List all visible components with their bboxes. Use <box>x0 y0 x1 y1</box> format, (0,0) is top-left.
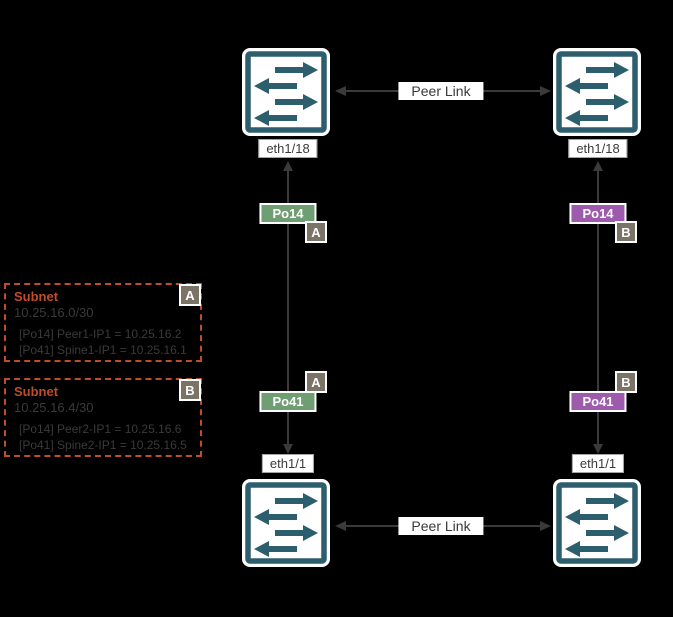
arrowhead-right-icon <box>540 521 551 531</box>
interface-label-bottom-right: eth1/1 <box>571 454 625 473</box>
switch-top-left <box>241 47 331 137</box>
port-channel-label-po14-left: Po14 <box>259 203 317 224</box>
switch-icon <box>242 48 330 136</box>
subnet-badge-a: A <box>179 284 201 306</box>
peer-link-label-bottom: Peer Link <box>398 517 484 535</box>
arrowhead-left-icon <box>335 86 346 96</box>
subnet-b-callout: Subnet 10.25.16.4/30 [Po14] Peer2-IP1 = … <box>4 378 202 457</box>
port-channel-label-po41-left: Po41 <box>259 391 317 412</box>
uplink-line-left <box>287 170 289 445</box>
switch-bottom-left <box>241 478 331 568</box>
subnet-badge-b: B <box>615 371 637 393</box>
switch-top-right <box>552 47 642 137</box>
subnet-a-callout: Subnet 10.25.16.0/30 [Po14] Peer1-IP1 = … <box>4 283 202 362</box>
subnet-badge-b: B <box>615 221 637 243</box>
arrowhead-down-icon <box>593 444 603 454</box>
interface-label-bottom-left: eth1/1 <box>261 454 315 473</box>
interface-label-top-left: eth1/18 <box>258 139 318 158</box>
subnet-title: Subnet <box>14 289 59 304</box>
switch-icon <box>242 479 330 567</box>
subnet-ip-line: [Po14] Peer1-IP1 = 10.25.16.2 <box>19 327 182 342</box>
arrowhead-left-icon <box>335 521 346 531</box>
subnet-ip-line: [Po41] Spine2-IP1 = 10.25.16.5 <box>19 437 187 452</box>
arrowhead-up-icon <box>593 161 603 171</box>
switch-bottom-right <box>552 478 642 568</box>
subnet-badge-a: A <box>305 371 327 393</box>
subnet-cidr: 10.25.16.0/30 <box>14 304 94 320</box>
subnet-badge-b: B <box>179 379 201 401</box>
uplink-line-right <box>597 170 599 445</box>
arrowhead-down-icon <box>283 444 293 454</box>
subnet-badge-a: A <box>305 221 327 243</box>
port-channel-label-po14-right: Po14 <box>569 203 627 224</box>
peer-link-label-top: Peer Link <box>398 82 484 100</box>
arrowhead-up-icon <box>283 161 293 171</box>
subnet-ip-line: [Po41] Spine1-IP1 = 10.25.16.1 <box>19 342 187 357</box>
subnet-cidr: 10.25.16.4/30 <box>14 399 94 415</box>
arrowhead-right-icon <box>540 86 551 96</box>
switch-icon <box>553 48 641 136</box>
subnet-ip-list: [Po14] Peer1-IP1 = 10.25.16.2 [Po41] Spi… <box>14 327 192 358</box>
subnet-title: Subnet <box>14 384 59 399</box>
subnet-ip-list: [Po14] Peer2-IP1 = 10.25.16.6 [Po41] Spi… <box>14 422 192 453</box>
switch-icon <box>553 479 641 567</box>
interface-label-top-right: eth1/18 <box>568 139 628 158</box>
subnet-ip-line: [Po14] Peer2-IP1 = 10.25.16.6 <box>19 422 182 437</box>
port-channel-label-po41-right: Po41 <box>569 391 627 412</box>
